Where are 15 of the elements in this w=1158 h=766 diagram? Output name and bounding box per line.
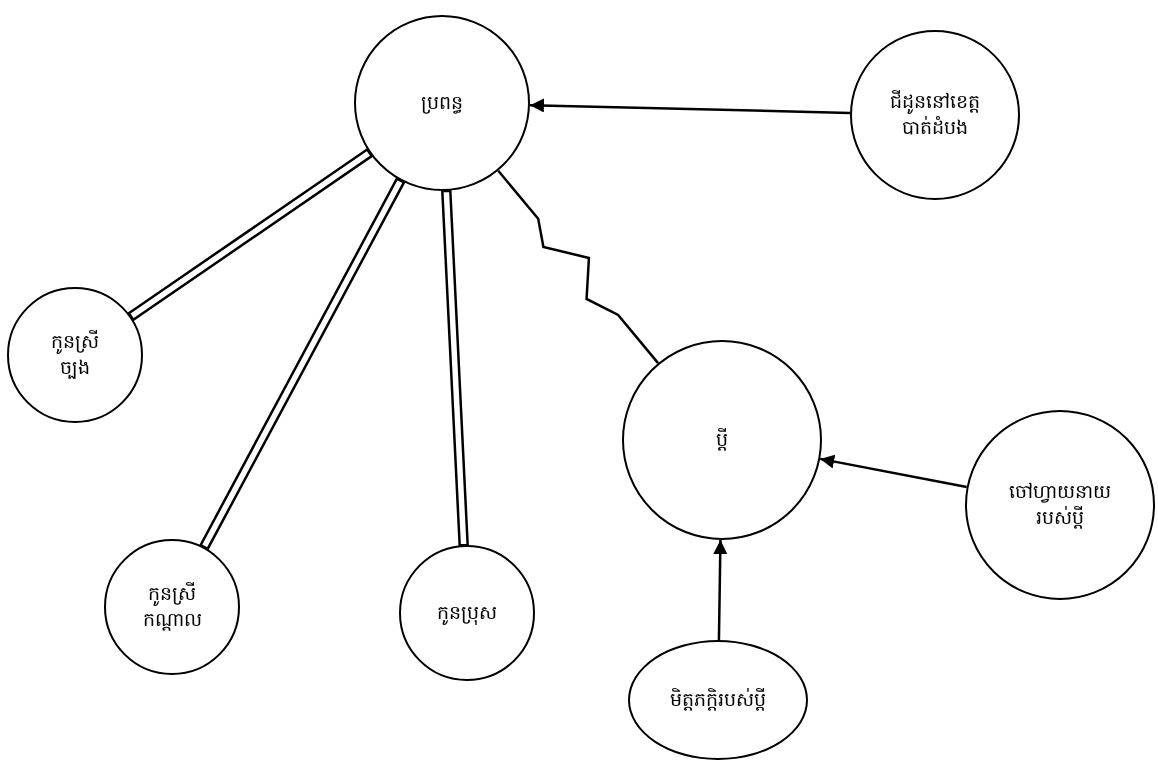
node-label: កូនស្រីច្បង (50, 329, 100, 381)
node-label: ប្រពន្ធ (420, 90, 464, 116)
double-line (441, 189, 469, 547)
arrow (819, 454, 967, 489)
arrow (529, 98, 851, 115)
node-label: កូនស្រីកណ្តាល (141, 581, 203, 633)
node-label: កូនប្រុស (436, 600, 498, 626)
double-line (198, 177, 406, 551)
zigzag-line (497, 169, 660, 364)
node-label: ប្តី (715, 427, 729, 453)
node-label: ចៅហ្វាយនាយរបស់ប្តី (1008, 479, 1112, 531)
node-label: មិត្តភក្តិរបស់ប្តី (669, 687, 767, 713)
node-label: ជីដូននៅខេត្តបាត់ដំបង (889, 89, 981, 140)
arrow (713, 539, 728, 641)
double-line (127, 147, 374, 322)
